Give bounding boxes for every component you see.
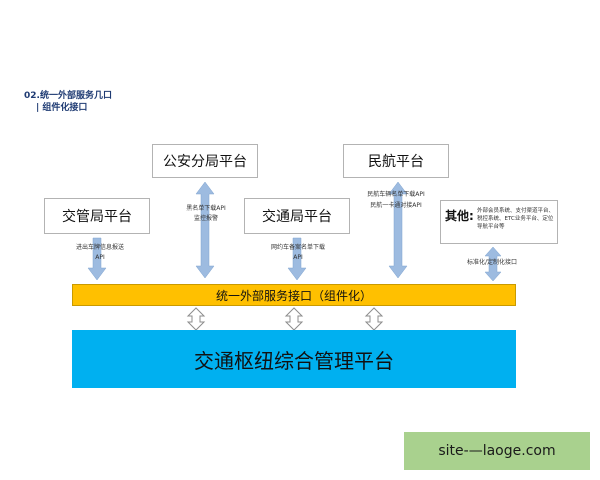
gongan-platform-box: 公安分局平台 bbox=[152, 144, 258, 178]
gongan-api-label-2: 监控报警 bbox=[193, 215, 218, 222]
jiaotong-api-label-1: 网约车备案名单下载 bbox=[270, 244, 325, 251]
other-description: 外部会员系统、支付渠道平台、税控系统、ETC业务平台、定位导航平台等 bbox=[477, 208, 555, 230]
minhang-platform-box: 民航平台 bbox=[343, 144, 449, 178]
minhang-double-arrow bbox=[388, 181, 408, 279]
jiaoguan-api-label-2: API bbox=[95, 254, 105, 261]
gongan-double-arrow bbox=[195, 181, 215, 279]
gongan-api-label-1: 黑名单下载API bbox=[186, 205, 226, 212]
minhang-api-label-2: 民航一卡通对接API bbox=[370, 202, 422, 209]
jiaoguan-platform-box: 交管局平台 bbox=[44, 198, 150, 234]
unified-interface-band: 统一外部服务接口（组件化） bbox=[72, 284, 516, 306]
jiaotong-down-arrow bbox=[287, 237, 307, 281]
jiaotong-platform-box: 交通局平台 bbox=[244, 198, 350, 234]
watermark-badge: site-—laoge.com bbox=[404, 432, 590, 470]
interface-link-arrow-2 bbox=[284, 307, 304, 331]
other-title: 其他: bbox=[445, 209, 474, 223]
other-api-label: 标准化/定制化接口 bbox=[466, 259, 518, 266]
main-platform-box: 交通枢纽综合管理平台 bbox=[72, 330, 516, 388]
interface-link-arrow-3 bbox=[364, 307, 384, 331]
jiaotong-api-label-2: API bbox=[293, 254, 303, 261]
other-double-arrow bbox=[484, 246, 502, 282]
section-subtitle: | 组件化接口 bbox=[36, 103, 88, 113]
interface-link-arrow-1 bbox=[186, 307, 206, 331]
jiaoguan-api-label-1: 进出车牌信息报送 bbox=[75, 244, 124, 251]
minhang-api-label-1: 民航车辆名单下载API bbox=[367, 191, 425, 198]
section-title: 02.统一外部服务几口 bbox=[24, 91, 112, 101]
jiaoguan-down-arrow bbox=[87, 237, 107, 281]
other-systems-box: 其他: 外部会员系统、支付渠道平台、税控系统、ETC业务平台、定位导航平台等 bbox=[440, 200, 558, 244]
